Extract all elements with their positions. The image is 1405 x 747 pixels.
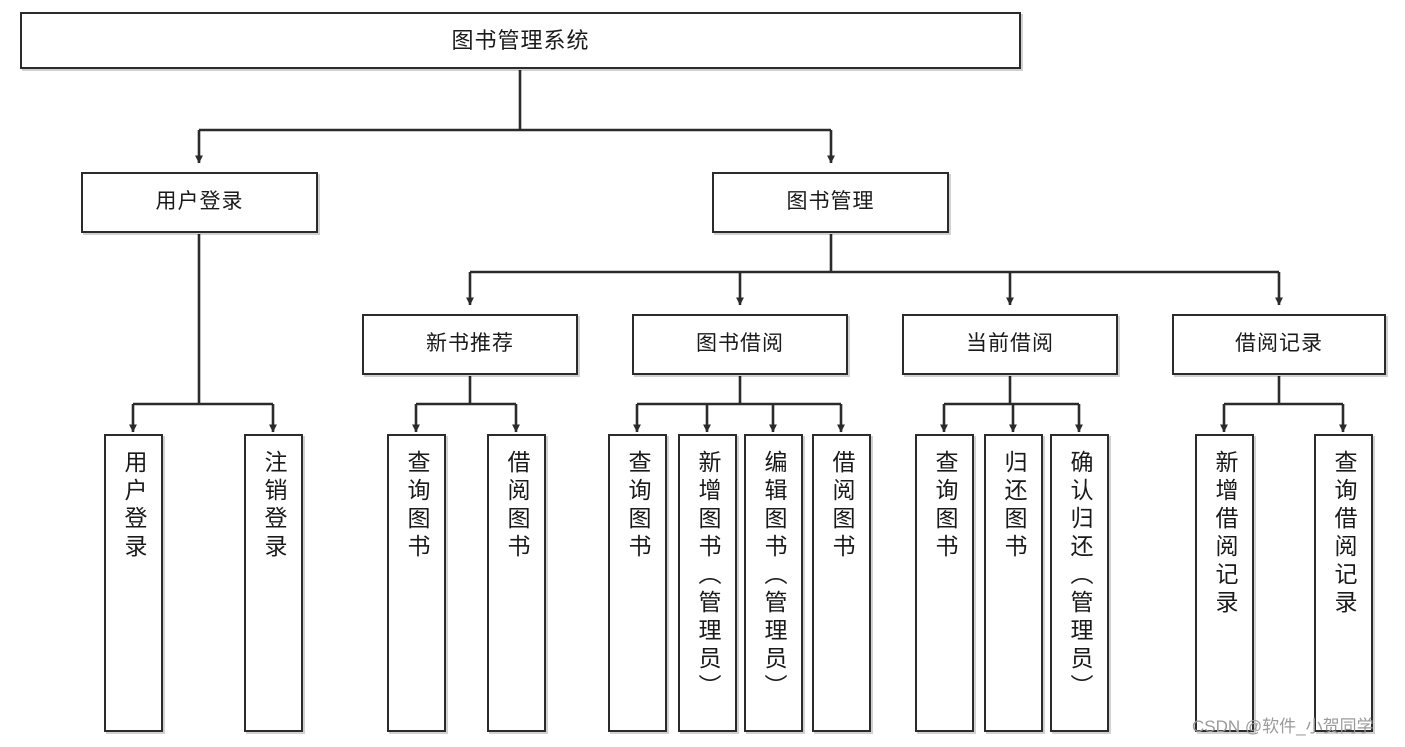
- node-root-system[interactable]: 图书管理系统: [20, 12, 1021, 69]
- leaf-borrow-record-query[interactable]: 查询借阅记录: [1314, 434, 1373, 732]
- leaf-book-borrow-lend[interactable]: 借阅图书: [812, 434, 871, 732]
- node-label: 查询图书: [625, 450, 651, 562]
- leaf-book-borrow-edit[interactable]: 编辑图书（管理员）: [744, 434, 803, 732]
- node-label: 借阅记录: [1235, 332, 1323, 356]
- node-label: 图书借阅: [696, 332, 784, 356]
- node-label: 借阅图书: [829, 450, 855, 562]
- node-label: 查询图书: [932, 450, 958, 562]
- watermark-text: CSDN @软件_小贺同学: [1192, 717, 1374, 736]
- leaf-new-book-borrow[interactable]: 借阅图书: [487, 434, 546, 732]
- node-label: 图书管理: [786, 190, 875, 214]
- node-label: 查询图书: [404, 450, 430, 562]
- leaf-borrow-record-add[interactable]: 新增借阅记录: [1195, 434, 1254, 732]
- node-user-login[interactable]: 用户登录: [81, 172, 318, 233]
- leaf-book-borrow-add[interactable]: 新增图书（管理员）: [678, 434, 737, 732]
- node-label: 归还图书: [1001, 450, 1027, 562]
- node-label: 新增借阅记录: [1212, 450, 1238, 618]
- node-borrow-record[interactable]: 借阅记录: [1172, 314, 1386, 375]
- node-label: 用户登录: [155, 190, 244, 214]
- node-label: 确认归还（管理员）: [1067, 450, 1093, 702]
- leaf-user-login-signin[interactable]: 用户登录: [104, 434, 163, 732]
- leaf-new-book-query[interactable]: 查询图书: [387, 434, 446, 732]
- node-label: 当前借阅: [966, 332, 1054, 356]
- leaf-current-borrow-query[interactable]: 查询图书: [915, 434, 974, 732]
- node-label: 查询借阅记录: [1331, 450, 1357, 618]
- leaf-current-borrow-return[interactable]: 归还图书: [984, 434, 1043, 732]
- node-label: 用户登录: [121, 450, 147, 562]
- node-new-book-recommend[interactable]: 新书推荐: [362, 314, 578, 375]
- leaf-user-login-signout[interactable]: 注销登录: [244, 434, 303, 732]
- node-label: 新书推荐: [426, 332, 514, 356]
- leaf-book-borrow-query[interactable]: 查询图书: [608, 434, 667, 732]
- node-book-borrow[interactable]: 图书借阅: [632, 314, 848, 375]
- node-label: 借阅图书: [504, 450, 530, 562]
- node-label: 注销登录: [261, 450, 287, 562]
- node-label: 新增图书（管理员）: [695, 450, 721, 702]
- node-label: 编辑图书（管理员）: [761, 450, 787, 702]
- node-label: 图书管理系统: [451, 27, 590, 53]
- node-current-borrow[interactable]: 当前借阅: [902, 314, 1118, 375]
- node-book-management[interactable]: 图书管理: [712, 172, 949, 233]
- leaf-current-borrow-confirm-return[interactable]: 确认归还（管理员）: [1050, 434, 1109, 732]
